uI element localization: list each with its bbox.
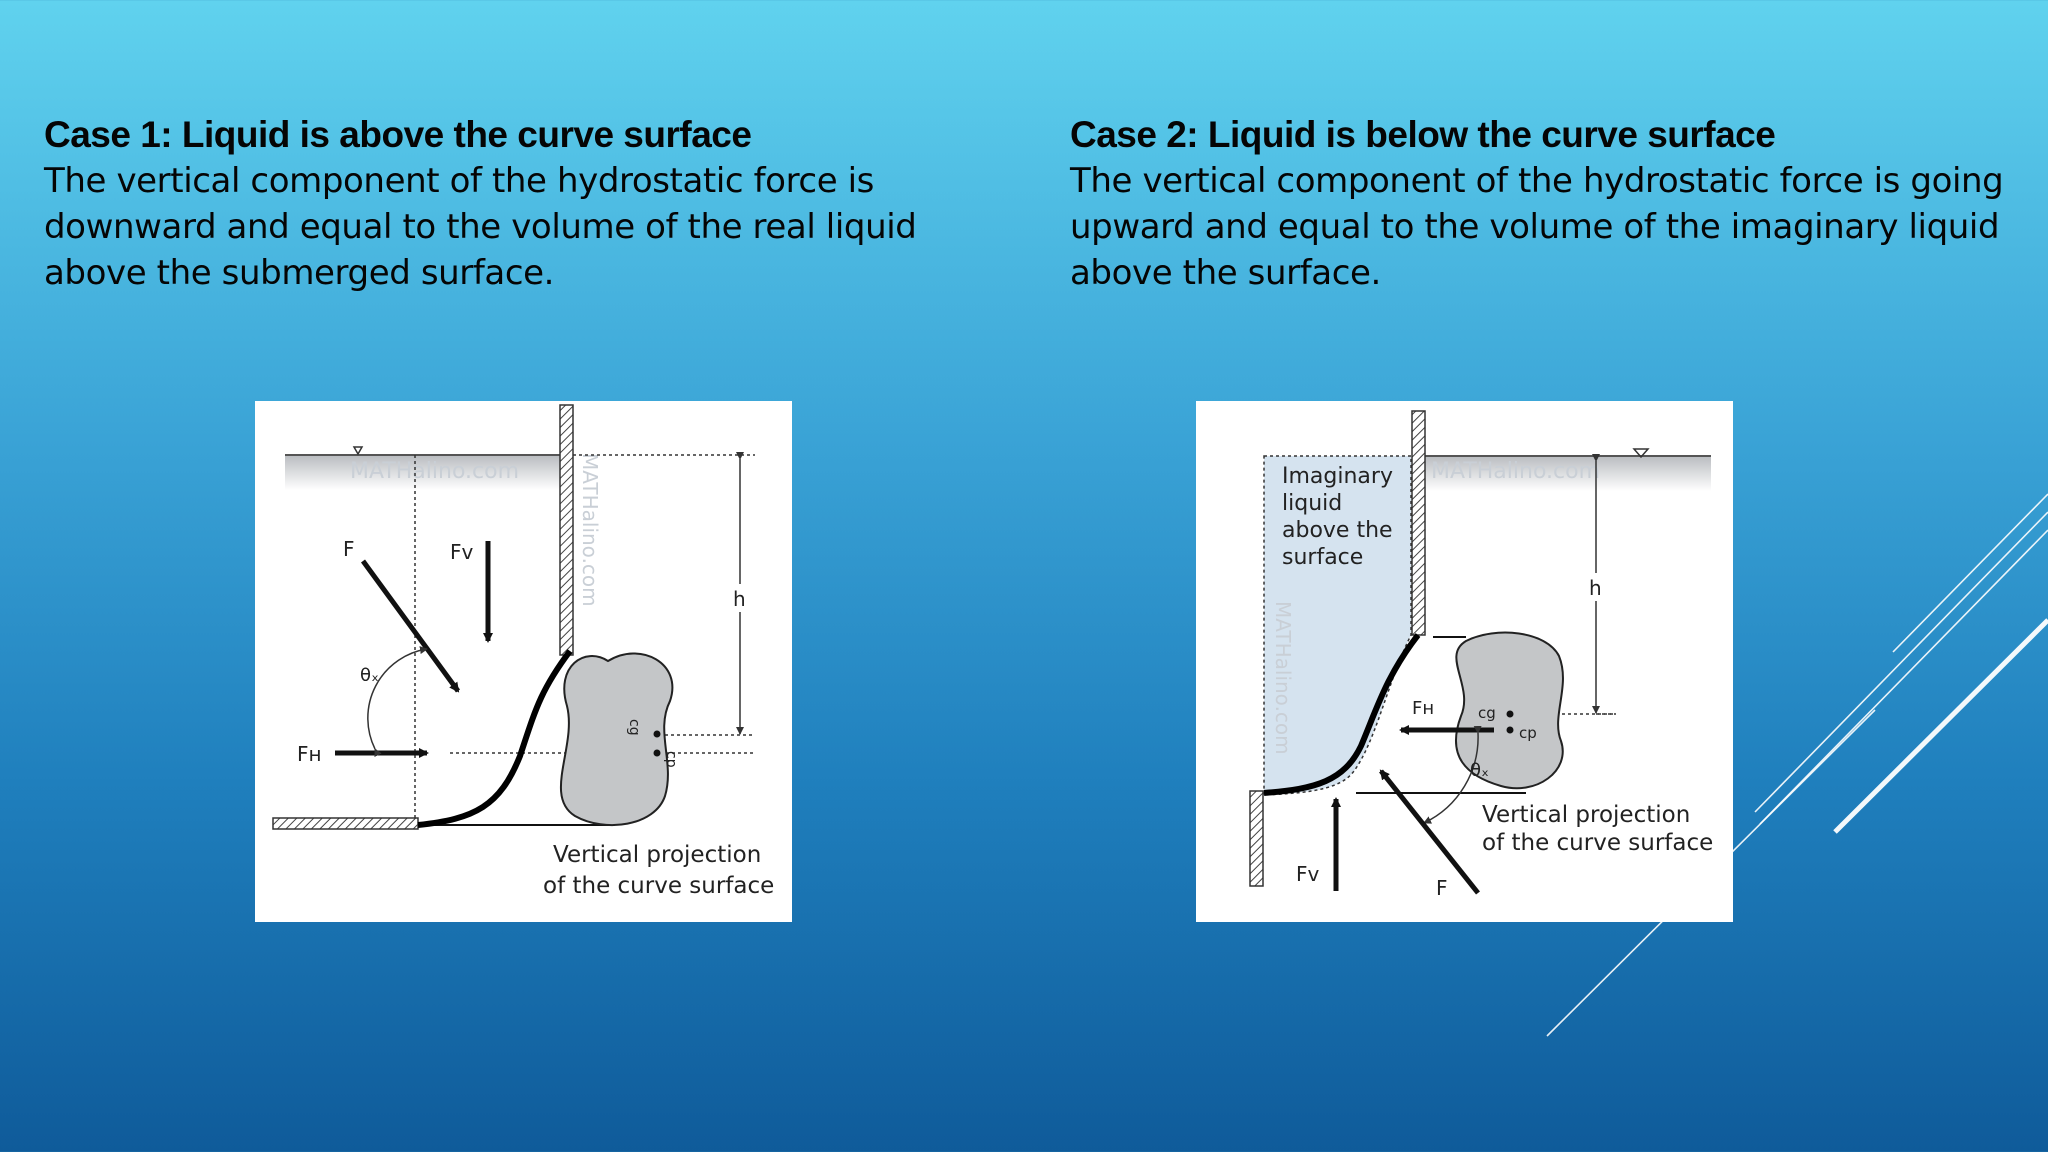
cg-point [653,730,661,738]
case1-diagram: MATHalino.com MATHalino.com F Fᴠ Fʜ [272,404,774,899]
label-h: h [1589,576,1602,600]
cp-point [1506,726,1514,734]
label-fh: Fʜ [297,742,322,766]
decor-line-3 [1759,529,2048,825]
projection-label-line1: Vertical projection [553,842,761,868]
label-cg: cg [626,719,642,736]
projection-label-line1: Vertical projection [1482,802,1690,828]
label-cp: cp [663,751,679,768]
projection-label-line2: of the curve surface [1482,830,1713,856]
watermark-horizontal: MATHalino.com [1431,459,1600,484]
case1-body: The vertical component of the hydrostati… [44,161,917,293]
label-f: F [1436,876,1448,900]
decor-line-1 [1892,493,2048,653]
liquid-surface-band [285,455,570,490]
watermark-vertical: MATHalino.com [1271,601,1295,755]
case2-body: The vertical component of the hydrostati… [1070,161,2004,293]
vertical-projection-shape [559,652,674,827]
label-fv: Fᴠ [450,540,474,564]
theta-arc [367,646,428,758]
force-f-arrow [1379,769,1480,895]
cp-point [653,749,661,757]
vertical-projection-shape [1455,631,1564,790]
lower-left-wall [1249,790,1264,887]
label-f: F [343,537,355,561]
case2-text-block: Case 2: Liquid is below the curve surfac… [1070,112,2048,296]
label-fh: Fʜ [1412,698,1434,719]
free-surface-triangle-icon [352,446,364,456]
decor-line-4 [1833,618,2048,834]
imaginary-label-line3: above the [1282,518,1393,543]
label-cp: cp [1519,724,1537,742]
liquid-surface-band [1416,456,1711,491]
label-theta: θₓ [360,665,379,686]
vertical-wall [1411,410,1426,636]
case1-figure: MATHalino.com MATHalino.com F Fᴠ Fʜ [255,401,792,922]
projection-label-line2: of the curve surface [543,873,774,899]
vertical-wall [559,404,574,656]
case1-heading: Case 1: Liquid is above the curve surfac… [44,114,752,155]
case1-text-block: Case 1: Liquid is above the curve surfac… [44,112,1024,296]
label-theta: θₓ [1470,760,1489,781]
watermark-vertical: MATHalino.com [578,453,602,607]
force-f-arrow [360,559,461,693]
decor-line-2 [1754,511,2048,813]
label-fv: Fᴠ [1296,862,1320,886]
label-cg: cg [1478,704,1496,722]
bottom-base [272,817,419,830]
watermark-horizontal: MATHalino.com [350,459,519,484]
case2-figure: MATHalino.com MATHalino.com Imaginary li… [1196,401,1733,922]
theta-arc [1423,725,1482,824]
imaginary-label-line4: surface [1282,545,1363,570]
imaginary-label-line1: Imaginary [1282,464,1393,489]
curved-surface [417,649,573,828]
free-surface-triangle-icon [1632,448,1650,459]
label-h: h [733,587,746,611]
curved-surface [1263,633,1421,796]
case2-diagram: MATHalino.com MATHalino.com Imaginary li… [1249,410,1713,900]
cg-point [1506,710,1514,718]
case2-heading: Case 2: Liquid is below the curve surfac… [1070,114,1776,155]
imaginary-label-line2: liquid [1282,491,1342,516]
